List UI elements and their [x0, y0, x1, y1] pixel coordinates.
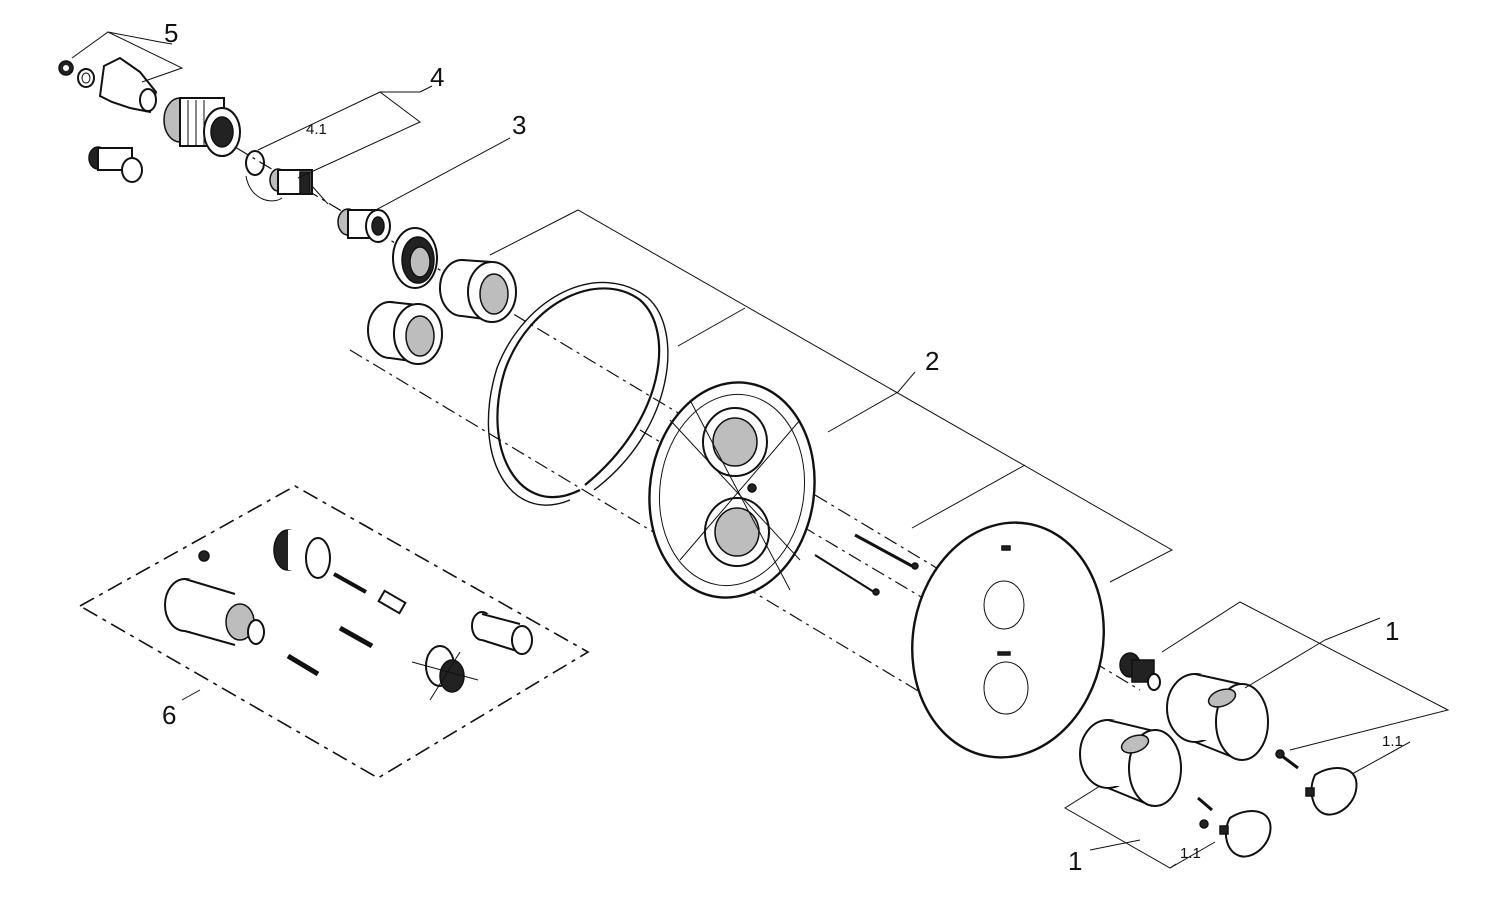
cap-1-1-upper: [1305, 767, 1358, 816]
callout-5: 5: [164, 18, 178, 48]
threaded-ring: [392, 227, 438, 289]
extension-sleeve-lower: [367, 301, 443, 365]
part-4-cartridge: [269, 168, 329, 205]
spindle-adapter: [1119, 652, 1161, 691]
kit-threaded-part: [273, 529, 331, 579]
callout-2: 2: [925, 346, 939, 376]
kit-valve-insert: [471, 611, 533, 655]
part-5-washer: [77, 68, 95, 88]
part-5-nut-hole: [63, 65, 69, 71]
split-retaining-ring: [487, 281, 669, 506]
mounting-plate: [648, 381, 816, 599]
handle-screw-upper: [1275, 749, 1299, 770]
kit-pins: [286, 572, 407, 677]
callout-1-1-bottom: 1.1: [1180, 845, 1201, 862]
part-5-group: [58, 56, 241, 183]
callout-1-top: 1: [1385, 616, 1399, 646]
handle-lower: [1079, 719, 1182, 807]
handle-upper: [1166, 673, 1269, 761]
part-5-sleeve: [88, 146, 143, 183]
kit-cartridge-body: [164, 578, 265, 646]
service-kit-group: [78, 485, 590, 779]
long-screws: [814, 533, 919, 596]
handle-screw-lower: [1197, 796, 1213, 829]
part-3-adapter: [337, 208, 391, 243]
callout-1-bottom: 1: [1068, 846, 1082, 876]
cap-1-1-lower: [1219, 810, 1272, 858]
kit-diverter: [411, 645, 479, 701]
leader-lines: [71, 31, 1450, 869]
callout-3: 3: [512, 110, 526, 140]
extension-sleeve-upper: [439, 259, 517, 323]
part-5-threaded-body: [163, 97, 241, 157]
callout-4-1: 4.1: [306, 121, 327, 138]
callout-4: 4: [430, 62, 444, 92]
cover-plate: [911, 521, 1105, 759]
callout-6: 6: [162, 700, 176, 730]
callout-labels: 5 4 4.1 3 2 1 1.1 1 1.1 6: [162, 18, 1403, 876]
callout-1-1-right: 1.1: [1382, 733, 1403, 750]
part-4-1-o-ring: [245, 150, 283, 202]
